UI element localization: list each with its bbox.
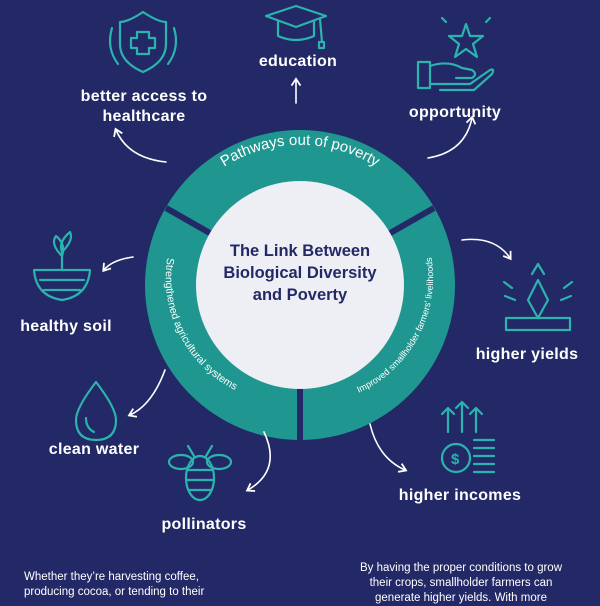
arrow-higher-incomes [369, 423, 408, 473]
shield-cross-icon [108, 10, 178, 74]
water-drop-icon [74, 380, 118, 442]
paragraph-left-line-1: Whether they’re harvesting coffee, [24, 571, 199, 583]
paragraph-left-line-2: producing cocoa, or tending to their [24, 586, 205, 598]
title-line-2: Biological Diversity [223, 264, 377, 282]
arrow-opportunity [427, 115, 477, 159]
label-healthcare-line-1: better access to [80, 88, 208, 105]
paragraph-left: Whether they’re harvesting coffee, produ… [24, 570, 274, 600]
diagram-title: The Link Between Biological Diversity an… [198, 240, 402, 306]
label-clean-water: clean water [48, 441, 140, 458]
label-healthcare: better access to healthcare [66, 87, 222, 127]
plant-bowl-icon [32, 230, 92, 302]
bee-icon [167, 444, 233, 502]
title-line-3: and Poverty [252, 286, 348, 304]
arrow-pollinators [245, 431, 272, 492]
graduation-cap-icon [264, 4, 328, 50]
arrow-healthy-soil [102, 256, 134, 273]
arrow-healthcare [113, 127, 167, 163]
label-opportunity: opportunity [408, 104, 502, 121]
hand-star-icon [416, 16, 495, 92]
center-disc [196, 181, 404, 389]
label-higher-yields: higher yields [475, 346, 579, 363]
coins-arrows-icon: $ [440, 400, 496, 474]
paragraph-right: By having the proper conditions to grow … [336, 561, 586, 606]
paragraph-right-line-1: By having the proper conditions to grow [359, 562, 562, 574]
label-pollinators: pollinators [161, 516, 247, 533]
paragraph-right-line-3: generate higher yields. With more [375, 592, 547, 604]
label-healthy-soil: healthy soil [20, 318, 112, 335]
arrow-clean-water [127, 369, 166, 418]
carrot-sprout-icon [502, 262, 574, 332]
label-higher-incomes: higher incomes [398, 487, 522, 504]
arrow-higher-yields [461, 238, 512, 261]
title-line-1: The Link Between [229, 242, 371, 260]
paragraph-right-line-2: their crops, smallholder farmers can [369, 577, 553, 589]
label-healthcare-line-2: healthcare [102, 108, 186, 125]
svg-text:$: $ [451, 451, 460, 468]
label-education: education [258, 53, 338, 70]
